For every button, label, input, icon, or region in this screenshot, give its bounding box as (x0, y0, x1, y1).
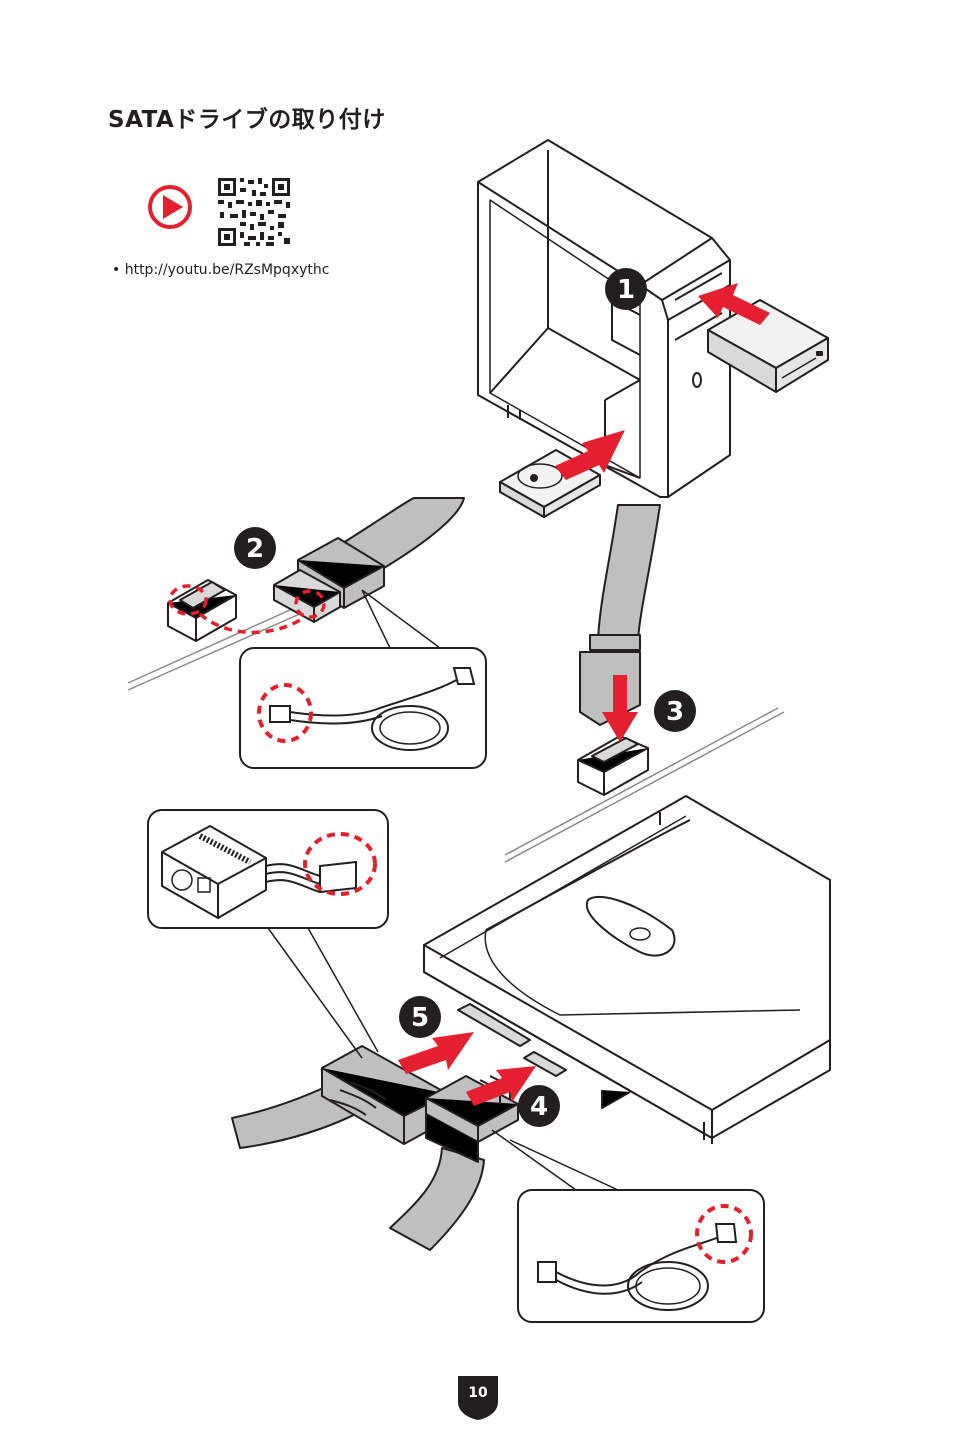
svg-text:2: 2 (246, 534, 264, 564)
play-icon[interactable] (150, 187, 190, 227)
step-badge-1: 1 (605, 268, 647, 310)
step-badge-4: 4 (518, 1085, 560, 1127)
svg-text:4: 4 (530, 1092, 548, 1122)
page-number: 10 (458, 1375, 498, 1419)
qr-code[interactable] (216, 176, 292, 248)
callout-lines (362, 590, 440, 648)
sata-port-board (578, 736, 648, 795)
callout-box-psu (148, 810, 388, 928)
svg-text:1: 1 (617, 275, 635, 305)
step-badge-3: 3 (654, 690, 696, 732)
callout-box-2 (240, 648, 486, 768)
step-badge-2: 2 (234, 527, 276, 569)
callout-box-4 (518, 1190, 764, 1322)
svg-text:5: 5 (411, 1003, 429, 1033)
step-badge-5: 5 (399, 996, 441, 1038)
svg-text:3: 3 (666, 697, 684, 727)
